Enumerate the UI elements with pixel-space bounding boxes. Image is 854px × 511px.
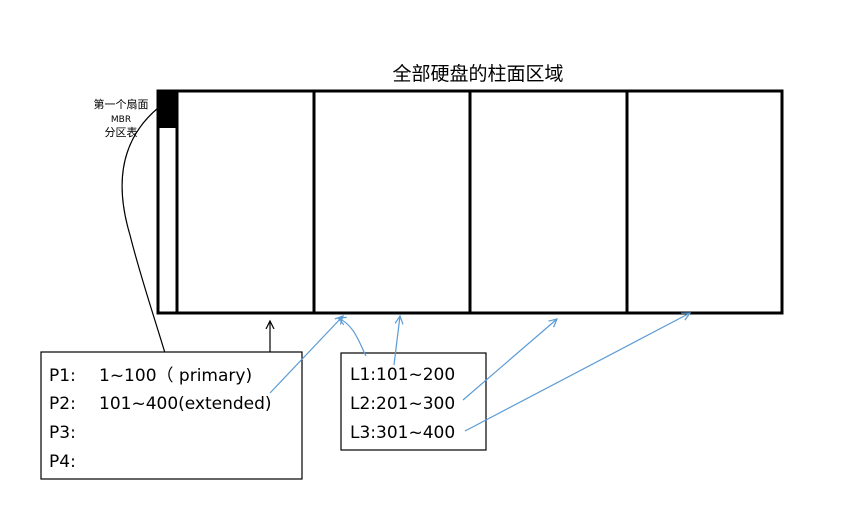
- l2-arrow: [462, 319, 557, 401]
- partition-entry-p2-value: 101~400(extended): [99, 394, 272, 414]
- mbr-label-partition-table: 分区表: [105, 125, 138, 139]
- partition-entry-p2-name: P2:: [49, 394, 76, 414]
- mbr-label-first-sector: 第一个扇面: [94, 97, 149, 111]
- l1-arrow: [393, 316, 400, 366]
- logical-partition-l2: L2:201~300: [350, 394, 455, 414]
- partition-table-box: [40, 351, 303, 480]
- partition-entry-p3-name: P3:: [49, 423, 76, 443]
- diagram-title: 全部硬盘的柱面区域: [392, 63, 563, 85]
- logical-partition-l3: L3:301~400: [350, 423, 455, 443]
- partition-entry-p1-value: 1~100（ primary): [99, 366, 252, 386]
- logical-partition-l1: L1:101~200: [350, 365, 455, 385]
- partition-entry-p1-name: P1:: [49, 366, 76, 386]
- partition-entry-p4-name: P4:: [49, 452, 76, 472]
- partition-table-rows: P1: 1~100（ primary) P2: 101~400(extended…: [49, 366, 272, 472]
- mbr-block: [158, 91, 178, 128]
- p2-extended-arrow: [269, 316, 343, 394]
- logical-partition-box: [340, 352, 487, 451]
- l1-start-arrow: [338, 318, 367, 357]
- mbr-label-mbr: MBR: [111, 115, 131, 125]
- l3-arrow: [464, 313, 690, 432]
- mbr-to-table-connector: [121, 107, 166, 354]
